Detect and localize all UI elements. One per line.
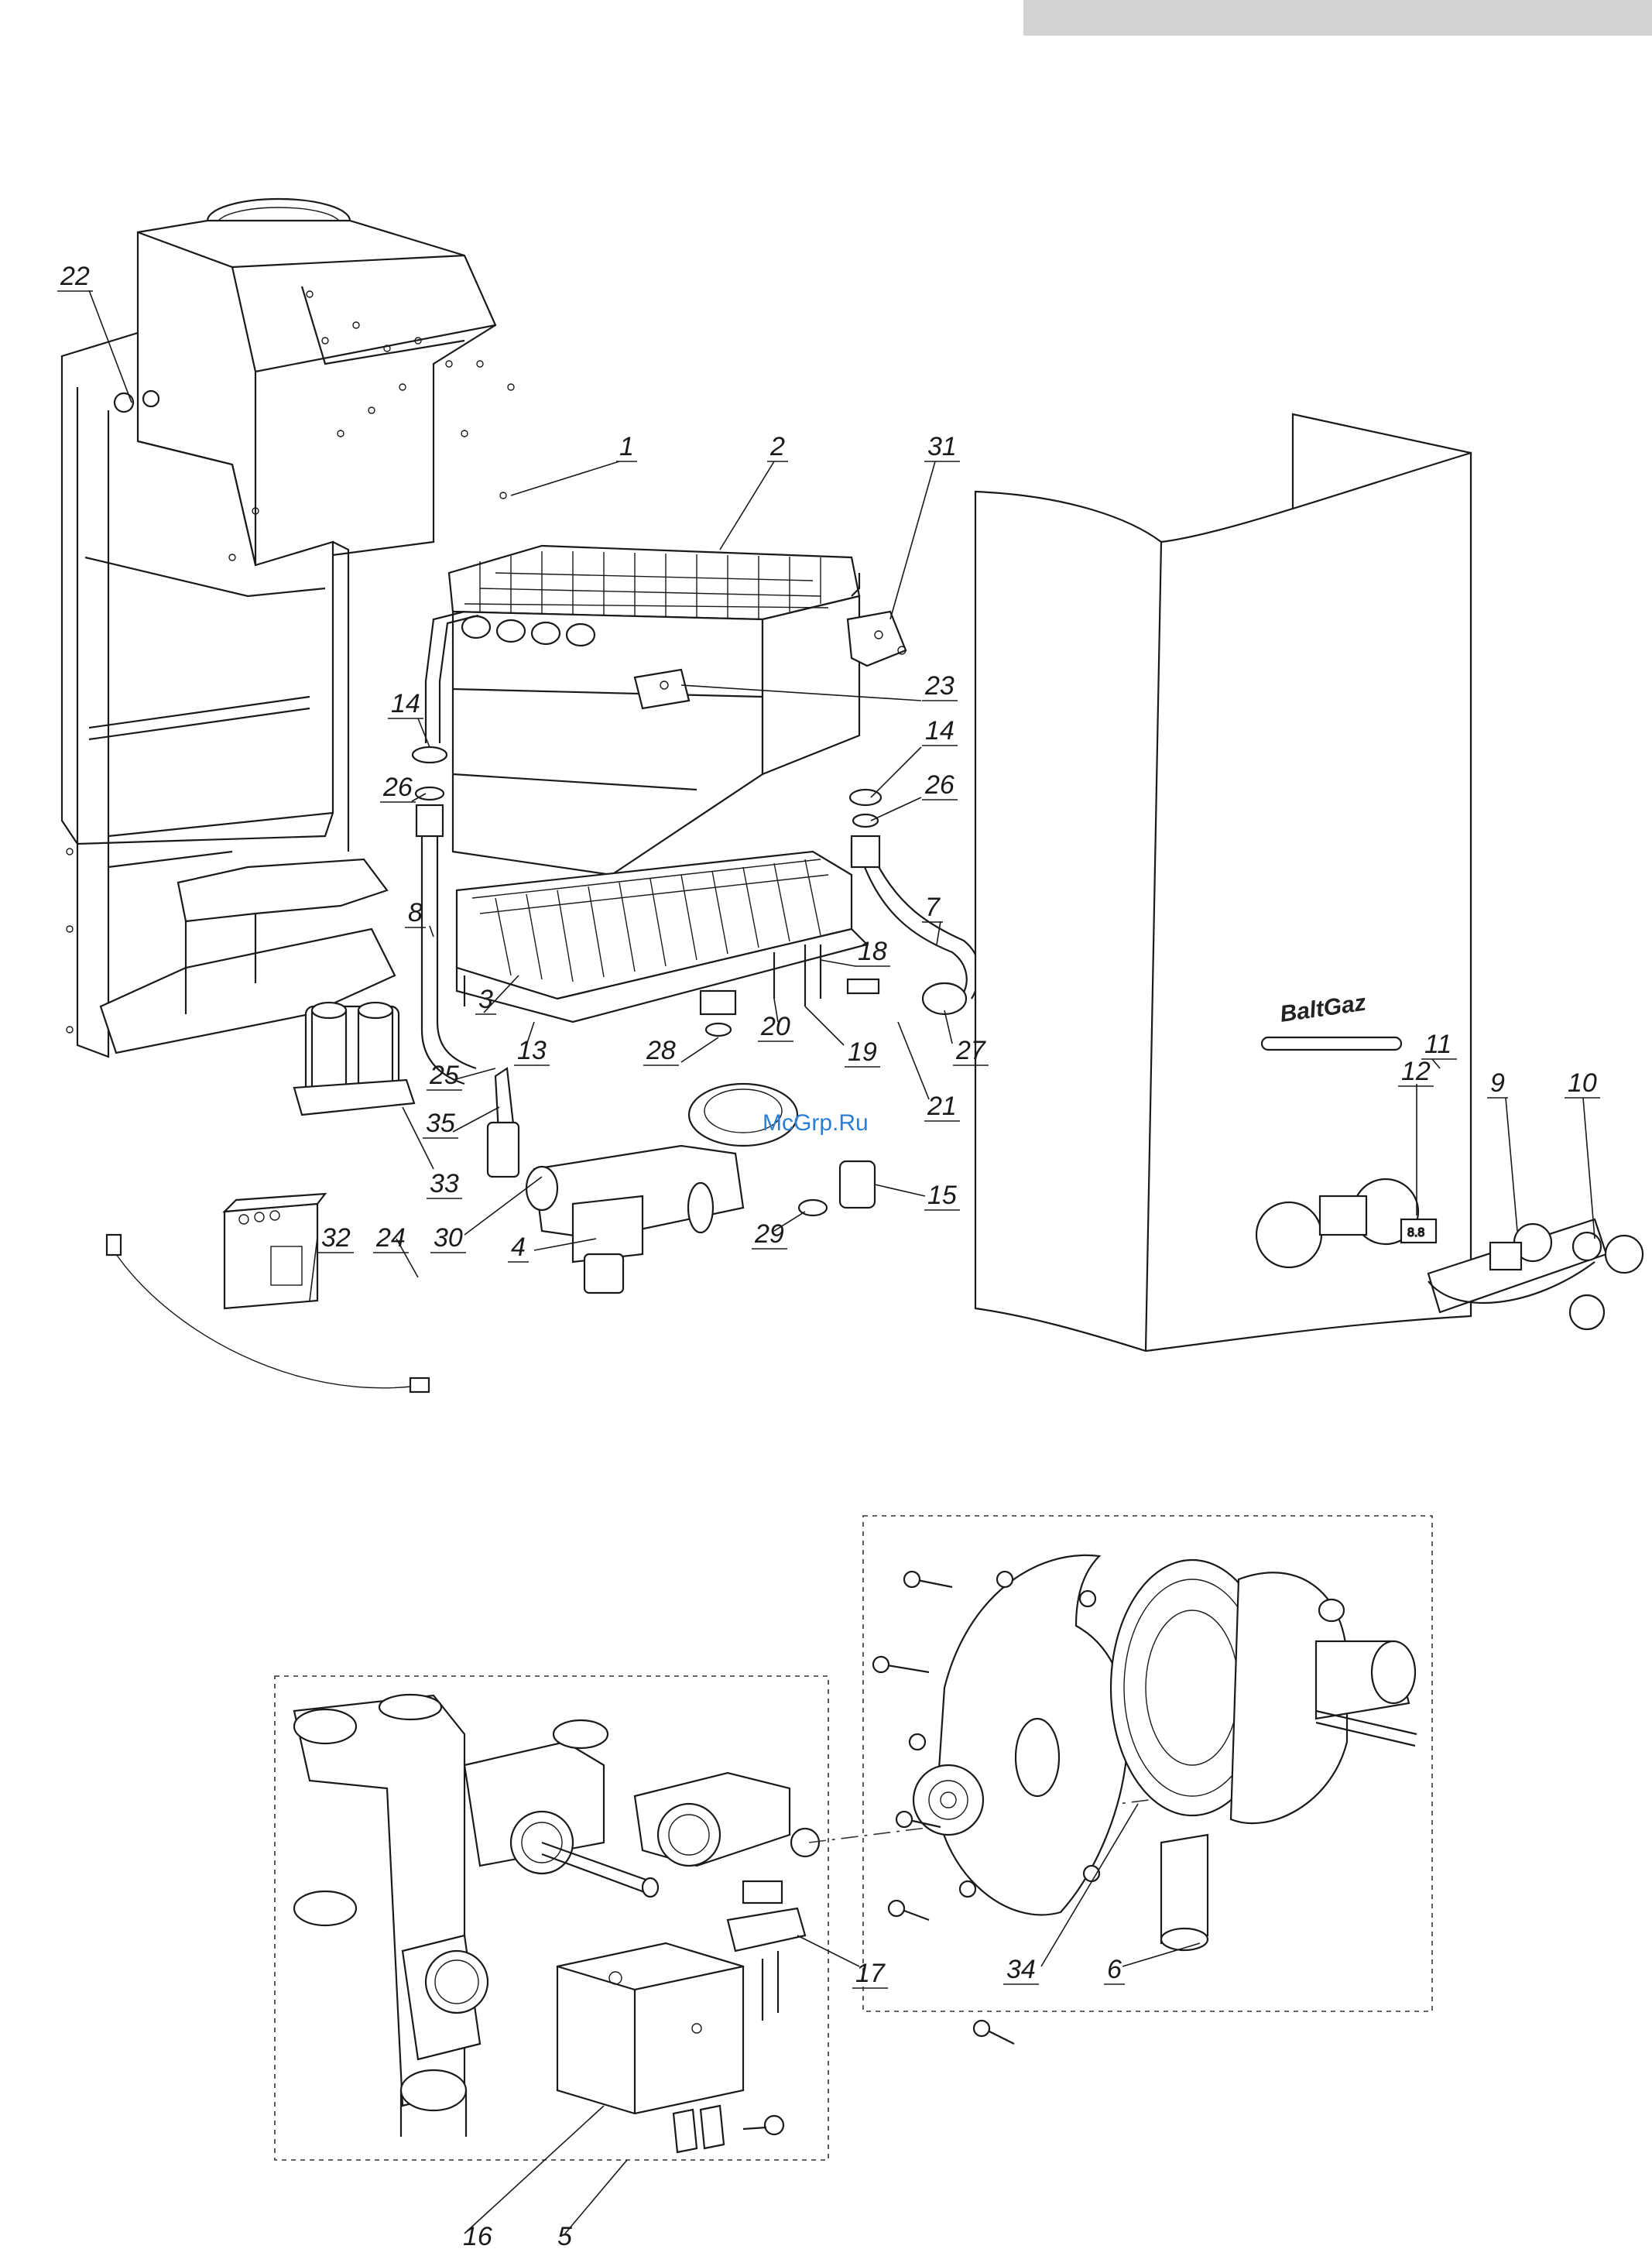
main-callout-22: 22 (60, 262, 90, 291)
main-leader-21 (898, 1022, 929, 1099)
main-callout-3: 3 (478, 985, 493, 1014)
main-callout-27: 27 (955, 1036, 986, 1065)
main-callout-20: 20 (760, 1012, 790, 1041)
main-leader-19 (805, 1006, 844, 1045)
main-leader-27 (944, 1010, 952, 1044)
main-leader-28 (681, 1037, 718, 1062)
detail-leader-6 (1122, 1943, 1200, 1966)
main-callout-19: 19 (848, 1037, 877, 1067)
main-leader-30 (464, 1177, 542, 1235)
detail-callout-5: 5 (557, 2222, 572, 2249)
watermark: McGrp.Ru (763, 1110, 869, 1136)
main-leader-1 (511, 461, 619, 495)
main-callout-8: 8 (408, 898, 423, 927)
main-leader-31 (890, 461, 935, 619)
battery-box (294, 1003, 414, 1115)
main-callout-14: 14 (391, 689, 420, 718)
detail-frame-5 (275, 1676, 828, 2160)
main-callout-12: 12 (1401, 1057, 1431, 1086)
main-callout-10: 10 (1568, 1068, 1597, 1098)
main-leader-10 (1583, 1098, 1595, 1239)
burner-assembly (457, 852, 879, 1036)
main-callout-28: 28 (646, 1036, 676, 1065)
main-leader-7 (937, 921, 941, 945)
main-leader-8 (430, 926, 434, 937)
main-leader-2 (720, 461, 774, 550)
main-callout-35: 35 (426, 1109, 455, 1138)
main-callout-26: 26 (924, 770, 955, 800)
main-callout-30: 30 (434, 1223, 463, 1253)
main-callout-26: 26 (382, 773, 413, 802)
detail-callout-6: 6 (1107, 1955, 1122, 1984)
heat-exchanger (426, 546, 906, 875)
main-callout-23: 23 (924, 671, 955, 701)
main-callout-24: 24 (375, 1223, 406, 1253)
main-leader-9 (1506, 1098, 1517, 1231)
main-leader-25 (453, 1068, 495, 1080)
main-leader-14 (418, 718, 430, 747)
main-callout-7: 7 (925, 893, 941, 922)
detail-frame-6 (863, 1516, 1432, 2044)
main-callout-11: 11 (1424, 1030, 1451, 1059)
control-unit (224, 1194, 325, 1308)
svg-text:8.8: 8.8 (1407, 1226, 1424, 1239)
main-callout-13: 13 (517, 1036, 547, 1065)
main-callout-9: 9 (1490, 1068, 1505, 1098)
main-callout-14: 14 (925, 716, 955, 746)
main-leader-14 (871, 747, 921, 797)
detail-leader-5 (565, 2160, 627, 2234)
main-callout-29: 29 (754, 1219, 784, 1249)
main-callout-33: 33 (430, 1169, 459, 1198)
main-callout-1: 1 (619, 432, 634, 461)
detail-callout-16: 16 (463, 2222, 492, 2249)
main-leader-18 (821, 960, 855, 966)
main-callout-31: 31 (927, 432, 957, 461)
front-cover (975, 414, 1471, 1351)
main-callout-25: 25 (429, 1061, 459, 1090)
main-callout-15: 15 (927, 1181, 957, 1210)
main-callout-21: 21 (927, 1092, 957, 1121)
detail-leader-16 (464, 2106, 604, 2234)
detail-callout-34: 34 (1006, 1955, 1036, 1984)
main-callout-32: 32 (321, 1223, 351, 1253)
main-callout-4: 4 (511, 1232, 526, 1262)
main-leader-15 (875, 1184, 925, 1196)
main-callout-2: 2 (769, 432, 785, 461)
main-callout-18: 18 (858, 937, 887, 966)
detail-callout-17: 17 (855, 1959, 886, 1988)
